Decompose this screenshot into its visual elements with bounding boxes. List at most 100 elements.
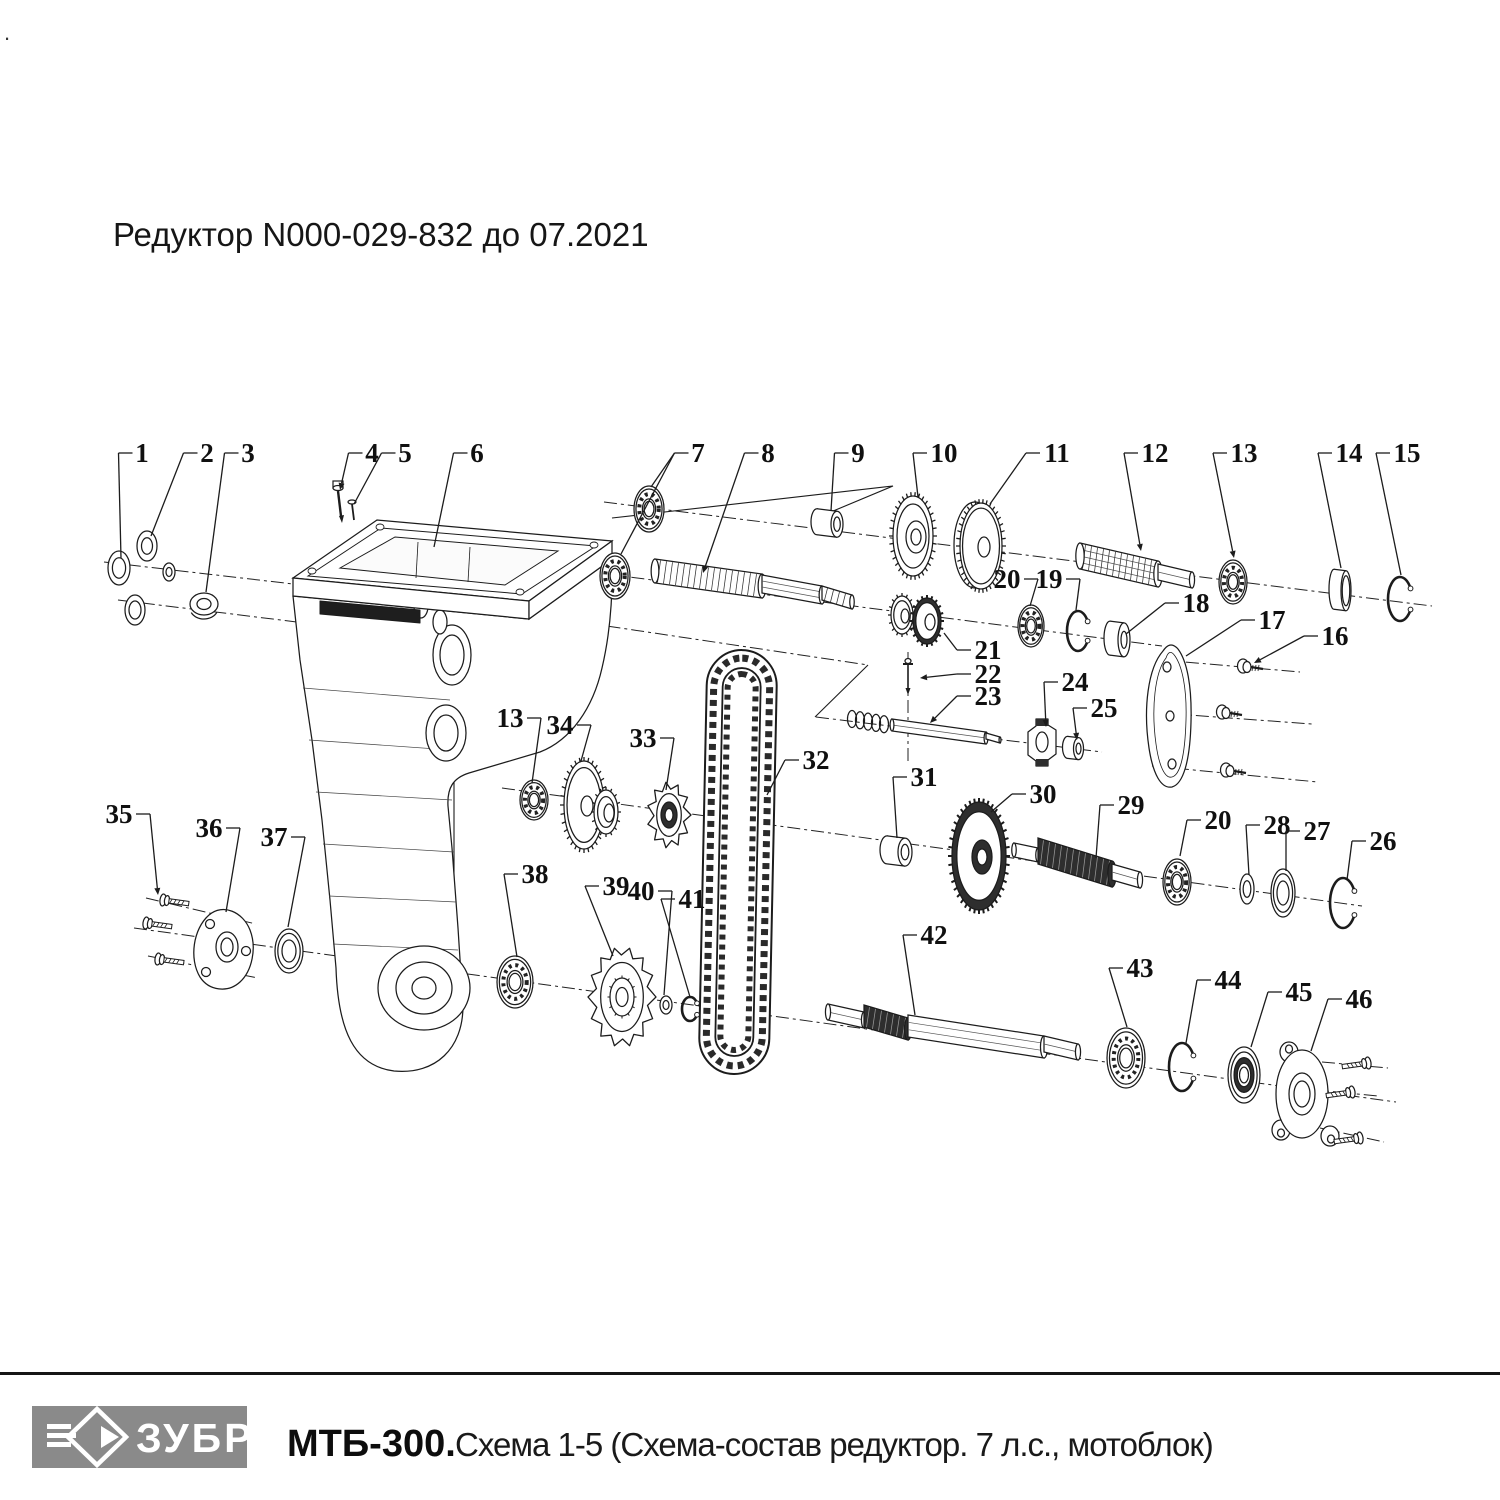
part-shaft-42 [824, 1003, 1082, 1061]
part-label-7: 7 [691, 438, 705, 468]
part-screw-35b [142, 916, 173, 930]
part-label-43: 43 [1127, 953, 1154, 983]
part-label-37: 37 [261, 822, 288, 852]
part-circlip-41 [680, 995, 700, 1023]
part-screw-35c [154, 952, 185, 966]
part-cover-46 [1271, 1041, 1340, 1147]
part-label-38: 38 [522, 859, 549, 889]
leader-43 [1108, 967, 1128, 1028]
leader-31 [892, 776, 907, 839]
part-bolt-16c [1219, 762, 1247, 778]
leader-14 [1317, 452, 1342, 569]
leader-18 [1125, 602, 1179, 635]
leader-38 [503, 873, 518, 958]
part-label-30: 30 [1030, 779, 1057, 809]
part-label-34: 34 [547, 710, 574, 740]
part-bushing-31 [879, 835, 913, 867]
leader-23 [930, 695, 971, 723]
part-wormshaft-29 [1011, 837, 1144, 889]
part-screw-46b [1325, 1085, 1356, 1099]
leader-12 [1123, 452, 1143, 551]
part-label-33: 33 [630, 723, 657, 753]
leader-24 [1042, 681, 1058, 727]
leader-9 [830, 452, 849, 512]
part-plate-17 [1145, 644, 1192, 788]
part-label-35: 35 [106, 799, 133, 829]
leader-20 [1024, 578, 1039, 607]
part-washer-28 [1239, 873, 1255, 905]
part-bearing-45 [1227, 1046, 1261, 1104]
part-housing-6 [291, 519, 614, 1072]
part-label-9: 9 [851, 438, 865, 468]
part-bolt-16b [1215, 704, 1243, 720]
part-gear-30 [948, 798, 1010, 914]
part-gear-11 [953, 499, 1006, 593]
leader-44 [1185, 979, 1211, 1044]
part-chain-32 [698, 649, 778, 1075]
leader-33 [660, 737, 675, 791]
leader-35 [136, 813, 161, 895]
leader-30 [990, 793, 1026, 813]
part-bearing-7a [633, 485, 665, 533]
leader-20 [1179, 819, 1201, 857]
part-label-16: 16 [1322, 621, 1349, 651]
part-seal-ring-1 [107, 550, 131, 586]
leader-46 [1310, 998, 1342, 1052]
part-label-12: 12 [1142, 438, 1169, 468]
part-bearing-13b [519, 779, 549, 821]
part-label-26: 26 [1370, 826, 1397, 856]
brand-logo: ЗУБР [32, 1405, 254, 1469]
part-label-20: 20 [994, 564, 1021, 594]
part-label-19: 19 [1036, 564, 1063, 594]
part-label-6: 6 [470, 438, 484, 468]
part-label-42: 42 [921, 920, 948, 950]
part-label-36: 36 [196, 813, 223, 843]
leader-11 [989, 452, 1040, 505]
leader-6 [433, 452, 468, 548]
part-label-4: 4 [365, 438, 379, 468]
part-bearing-38 [496, 955, 534, 1009]
part-ring-25 [1061, 735, 1085, 761]
leader-29 [1095, 804, 1114, 859]
part-label-13: 13 [497, 703, 524, 733]
part-block-24 [1027, 718, 1057, 767]
logo-text: ЗУБР [136, 1415, 254, 1461]
part-spacer-18 [1103, 620, 1131, 658]
part-seal-ring-1b [124, 594, 146, 626]
part-pin-22 [903, 657, 913, 695]
part-label-8: 8 [761, 438, 775, 468]
leader-4 [338, 452, 363, 490]
part-label-22: 22 [975, 659, 1002, 689]
leader-27 [1285, 830, 1300, 871]
leader-45 [1250, 991, 1282, 1048]
part-label-23: 23 [975, 681, 1002, 711]
part-sprocket-39 [587, 947, 657, 1047]
leader-16 [1254, 635, 1318, 663]
footer-subtitle: Схема 1-5 (Схема-состав редуктор. 7 л.с.… [455, 1426, 1213, 1463]
part-label-29: 29 [1118, 790, 1145, 820]
leader-2 [150, 452, 198, 537]
part-label-41: 41 [679, 884, 706, 914]
part-circlip-19 [1065, 609, 1091, 653]
part-gear-21b [910, 595, 944, 647]
part-label-40: 40 [628, 876, 655, 906]
part-label-31: 31 [911, 762, 938, 792]
leader-17 [1185, 619, 1255, 657]
part-gear-21a [888, 593, 916, 637]
part-bearing-43 [1106, 1027, 1146, 1089]
leader-19 [1066, 578, 1081, 611]
part-label-1: 1 [135, 438, 149, 468]
part-label-2: 2 [200, 438, 214, 468]
part-circlip-44 [1167, 1041, 1197, 1093]
part-gear-10 [889, 492, 937, 580]
part-bearing-20b [1162, 858, 1192, 906]
leader-5 [353, 452, 396, 505]
leader-37 [287, 836, 306, 928]
part-label-13: 13 [1231, 438, 1258, 468]
leader-1 [117, 452, 133, 559]
part-pinion-34b [591, 787, 621, 837]
leader-7 [620, 452, 689, 555]
